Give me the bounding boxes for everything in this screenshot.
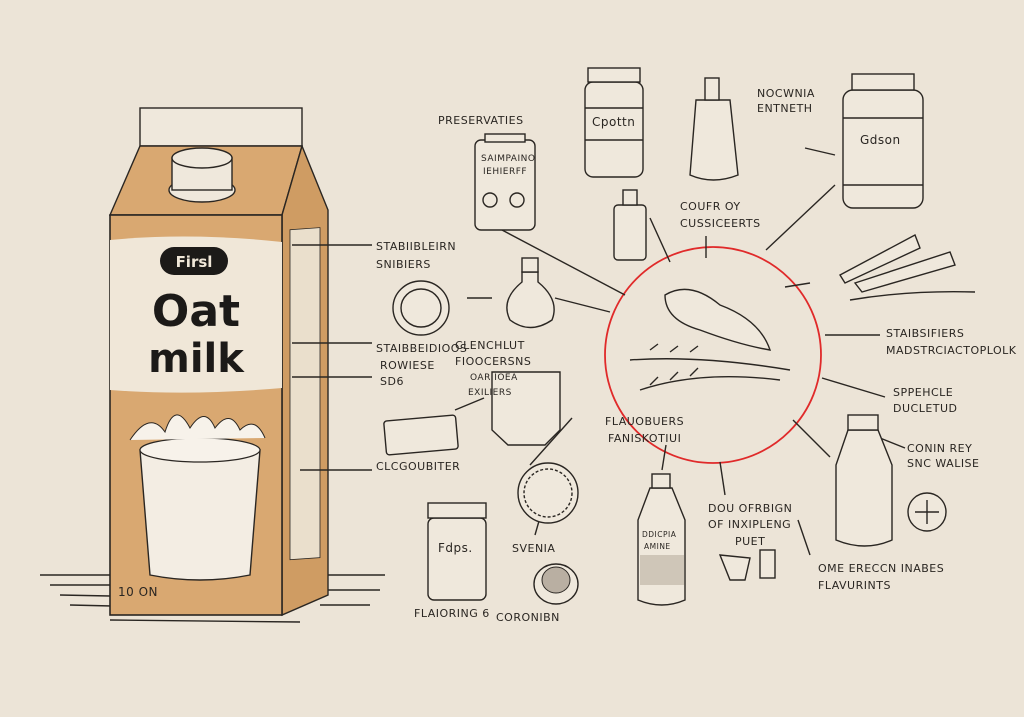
label-big-jar: Gdson — [860, 133, 901, 147]
label-svenia: SVENIA — [512, 542, 555, 555]
fdps-jar-icon — [427, 502, 487, 601]
label-jar-top: Cpottn — [592, 115, 635, 129]
label-dou-3: PUET — [735, 535, 765, 548]
label-top-right-2: ENTNETH — [757, 102, 813, 115]
carton-pointer-lines — [292, 244, 372, 471]
packet-icon — [383, 414, 459, 456]
label-dou-1: DOU OFRBIGN — [708, 502, 792, 515]
label-glass-2: EXILIERS — [468, 388, 512, 398]
carton-title-oat: Oat — [152, 286, 240, 337]
floor-hatching — [40, 574, 385, 623]
label-bottle-1: DDICPIA — [642, 530, 677, 539]
label-jar-small-2: IEHIERFF — [483, 167, 527, 177]
label-ome-1: OME ERECCN INABES — [818, 562, 944, 575]
cup-icon — [533, 563, 579, 605]
label-jar-small-1: SAIMPAINO — [481, 154, 535, 164]
label-coronibn: CORONIBN — [496, 611, 560, 624]
label-conin-1: CONIN REY — [907, 442, 972, 455]
seed-dish-icon — [517, 462, 579, 524]
label-sppehcle-2: DUCLETUD — [893, 402, 958, 415]
large-jar-icon — [842, 73, 924, 209]
milk-glass-icon — [129, 414, 266, 581]
top-jar-icon — [584, 67, 644, 178]
label-glass-1: OAR IOEA — [470, 373, 518, 383]
brand-badge-text: Firsl — [176, 253, 213, 271]
label-clench-1: CLENCHLUT — [455, 339, 525, 352]
glass-icon — [491, 371, 561, 446]
label-center-top-1: COUFR OY — [680, 200, 741, 213]
label-sppehcle-1: SPPEHCLE — [893, 386, 953, 399]
small-pieces-icon — [718, 549, 776, 581]
label-ome-2: FLAVURINTS — [818, 579, 891, 592]
label-center-bottom-2: FANISKOTIUI — [608, 432, 681, 445]
oat-grain-icon — [629, 288, 791, 391]
label-dou-2: OF INXIPLENG — [708, 518, 791, 531]
flask-icon — [506, 257, 555, 329]
label-clcgoubiter: CLCGOUBITER — [376, 460, 460, 473]
label-bottle-2: AMINE — [644, 542, 671, 551]
label-center-bottom-1: FLAUOBUERS — [605, 415, 684, 428]
carton-title-milk: milk — [148, 336, 245, 382]
label-conin-2: SNC WALISE — [907, 457, 980, 470]
carton-volume: 10 ON — [118, 585, 158, 599]
label-stabilizers-2: SNIBIERS — [376, 258, 431, 271]
cap-icon — [168, 147, 236, 203]
tall-bottle-icon — [637, 473, 686, 606]
lid-icon — [392, 280, 450, 336]
label-center-top-2: CUSSICEERTS — [680, 217, 761, 230]
label-stab2-1: STAIBBEIDIOOS — [376, 342, 467, 355]
plus-coin-icon — [907, 492, 947, 532]
label-stab2-2: ROWIESE — [380, 359, 435, 372]
label-stab2-3: SD6 — [380, 375, 404, 388]
central-oat-circle — [604, 246, 822, 464]
label-right-stab-2: MADSTRCIACTOPLOLK — [886, 344, 1017, 357]
carrot-icon — [839, 234, 976, 301]
label-flavoring: FLAIORING 6 — [414, 607, 490, 620]
small-bottle-icon — [613, 189, 647, 261]
label-top-right-1: NOCWNIA — [757, 87, 815, 100]
label-fdps-jar: Fdps. — [438, 541, 473, 555]
right-bottle-icon — [835, 414, 893, 547]
ingredient-labels: PRESERVATIES SAIMPAINO IEHIERFF Cpottn N… — [376, 87, 1017, 624]
label-clench-2: FIOOCERSNS — [455, 355, 531, 368]
oat-milk-carton: Firsl Oat milk 10 ON — [108, 107, 329, 617]
label-preservatives: PRESERVATIES — [438, 114, 524, 127]
preservative-jar-icon — [474, 133, 536, 231]
label-right-stab-1: STAIBSIFIERS — [886, 327, 964, 340]
squeeze-bottle-icon — [689, 77, 739, 181]
brand-badge — [160, 247, 228, 275]
label-stabilizers-1: STABIIBLEIRN — [376, 240, 456, 253]
